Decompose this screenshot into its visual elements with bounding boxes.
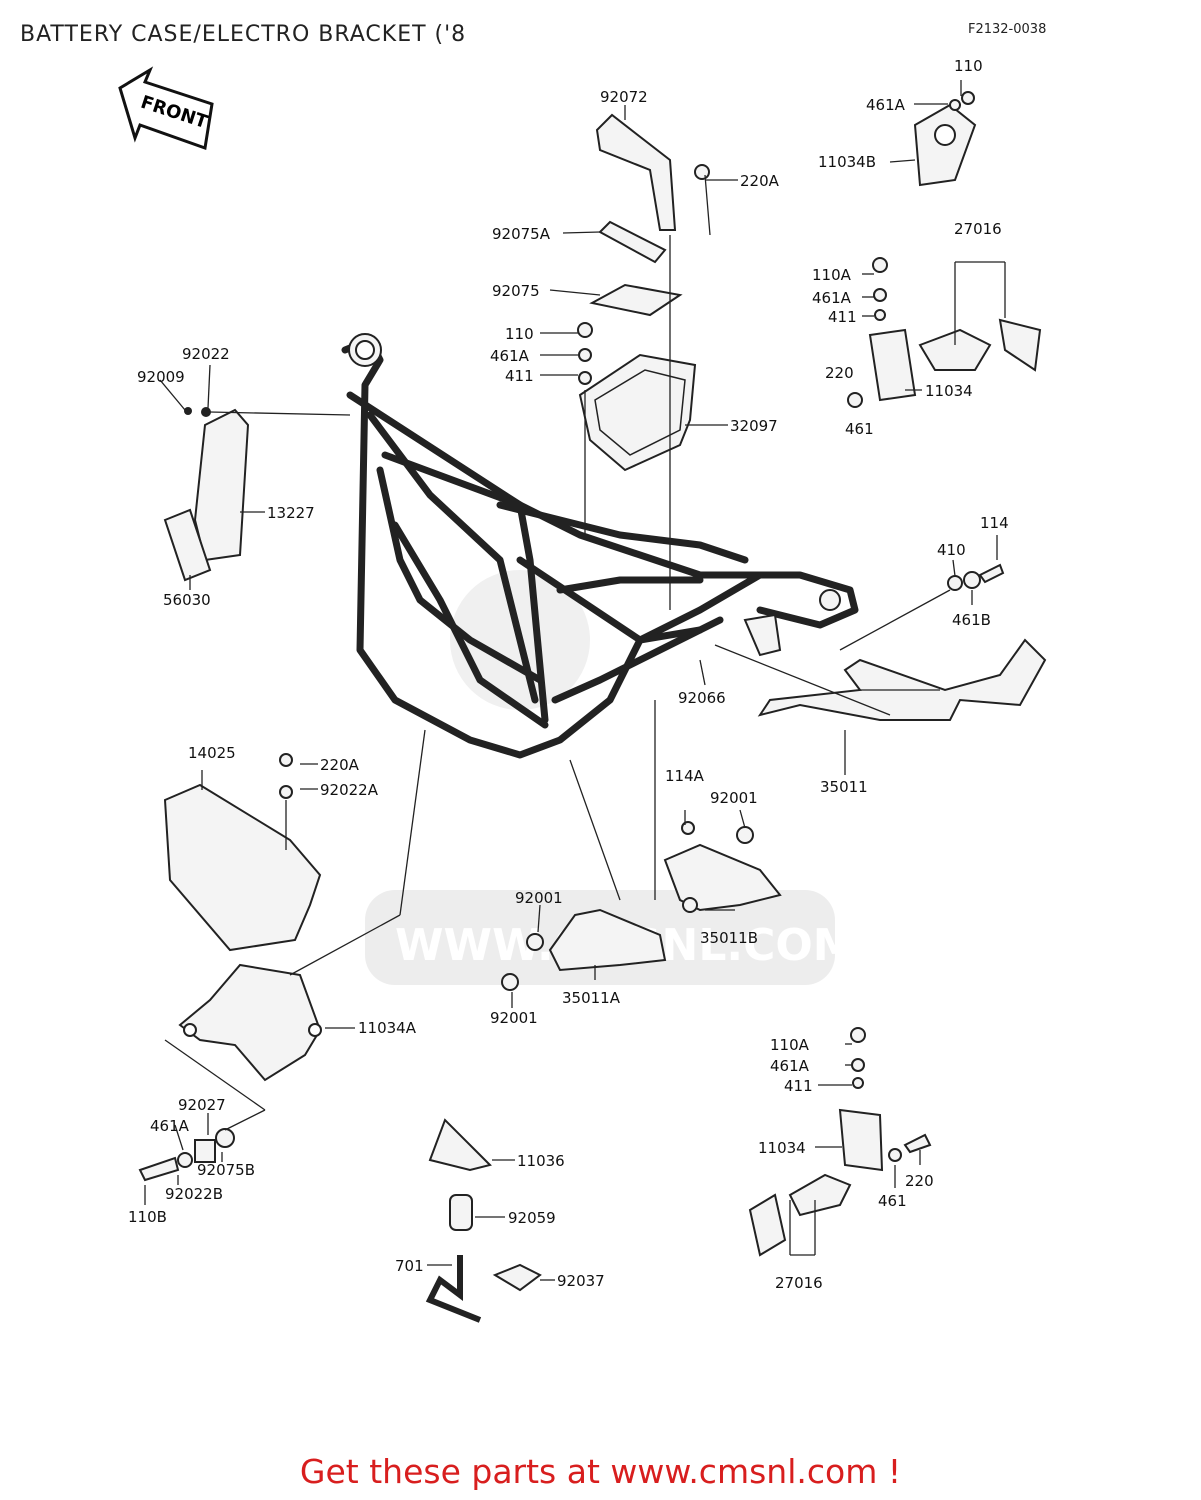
footrest-bracket-35011A-drawing	[501, 908, 667, 991]
label-461-br: 461	[878, 1192, 907, 1210]
label-27016-top: 27016	[954, 220, 1002, 238]
label-56030: 56030	[163, 591, 211, 609]
label-114A: 114A	[665, 767, 705, 785]
label-35011B: 35011B	[700, 929, 758, 947]
switch-group-bottom-drawing	[748, 1027, 932, 1257]
label-110A-br: 110A	[770, 1036, 810, 1054]
label-32097: 32097	[730, 417, 778, 435]
label-92022A: 92022A	[320, 781, 379, 799]
label-11034B: 11034B	[818, 153, 876, 171]
label-11034A: 11034A	[358, 1019, 417, 1037]
front-arrow-icon: FRONT	[118, 66, 214, 151]
label-11034-br: 11034	[758, 1139, 806, 1157]
label-410: 410	[937, 541, 966, 559]
label-461A-tr: 461A	[866, 96, 906, 114]
label-13227: 13227	[267, 504, 315, 522]
label-461A-bl: 461A	[150, 1117, 190, 1135]
label-92009: 92009	[137, 368, 185, 386]
label-92072: 92072	[600, 88, 648, 106]
label-461A-br: 461A	[770, 1057, 810, 1075]
label-35011: 35011	[820, 778, 868, 796]
label-411-br: 411	[784, 1077, 813, 1095]
diagram-code: F2132-0038	[968, 22, 1047, 37]
label-92075B: 92075B	[197, 1161, 255, 1179]
label-92066: 92066	[678, 689, 726, 707]
label-110B: 110B	[128, 1208, 167, 1226]
label-220-br: 220	[905, 1172, 934, 1190]
label-27016-bot: 27016	[775, 1274, 823, 1292]
label-11034-r: 11034	[925, 382, 973, 400]
label-220A-top: 220A	[740, 172, 780, 190]
footrest-bracket-35011B-drawing	[663, 821, 782, 913]
battery-bracket-drawing	[577, 113, 710, 385]
label-92022: 92022	[182, 345, 230, 363]
label-220A-left: 220A	[320, 756, 360, 774]
label-92001-a: 92001	[710, 789, 758, 807]
label-92075A: 92075A	[492, 225, 551, 243]
plate-11034B-drawing	[913, 91, 977, 187]
label-461A-r: 461A	[812, 289, 852, 307]
switch-group-top-drawing	[847, 257, 1042, 408]
label-92037: 92037	[557, 1272, 605, 1290]
label-92027: 92027	[178, 1096, 226, 1114]
leader-lines	[144, 80, 1006, 1281]
label-110A-r: 110A	[812, 266, 852, 284]
label-461A-mid: 461A	[490, 347, 530, 365]
label-11036: 11036	[517, 1152, 565, 1170]
tool-box-drawing	[163, 753, 322, 952]
label-35011A: 35011A	[562, 989, 621, 1007]
fastener-group-bl	[138, 1128, 235, 1182]
label-92022B: 92022B	[165, 1185, 223, 1203]
label-92001-b: 92001	[515, 889, 563, 907]
label-92001-c: 92001	[490, 1009, 538, 1027]
label-110-tr: 110	[954, 57, 983, 75]
side-cover-drawing	[163, 407, 250, 582]
label-14025: 14025	[188, 744, 236, 762]
label-461-r: 461	[845, 420, 874, 438]
label-114: 114	[980, 514, 1009, 532]
label-461B: 461B	[952, 611, 991, 629]
label-220-r: 220	[825, 364, 854, 382]
page-title: BATTERY CASE/ELECTRO BRACKET ('8	[20, 22, 467, 47]
footrest-bar-drawing	[757, 638, 1047, 721]
label-92075: 92075	[492, 282, 540, 300]
frame-drawing	[341, 333, 859, 759]
part-labels: 92072 220A 92075A 92075 110 461A 411 320…	[128, 57, 1009, 1292]
battery-case-drawing	[578, 353, 697, 472]
cable-parts-drawing	[425, 1118, 542, 1323]
label-411-mid: 411	[505, 367, 534, 385]
label-411-r: 411	[828, 308, 857, 326]
bracket-11034A-drawing	[178, 963, 322, 1082]
footer-link-text[interactable]: Get these parts at www.cmsnl.com !	[299, 1452, 902, 1491]
label-110-mid: 110	[505, 325, 534, 343]
label-701: 701	[395, 1257, 424, 1275]
label-92059: 92059	[508, 1209, 556, 1227]
fastener-group-r	[947, 563, 1005, 591]
